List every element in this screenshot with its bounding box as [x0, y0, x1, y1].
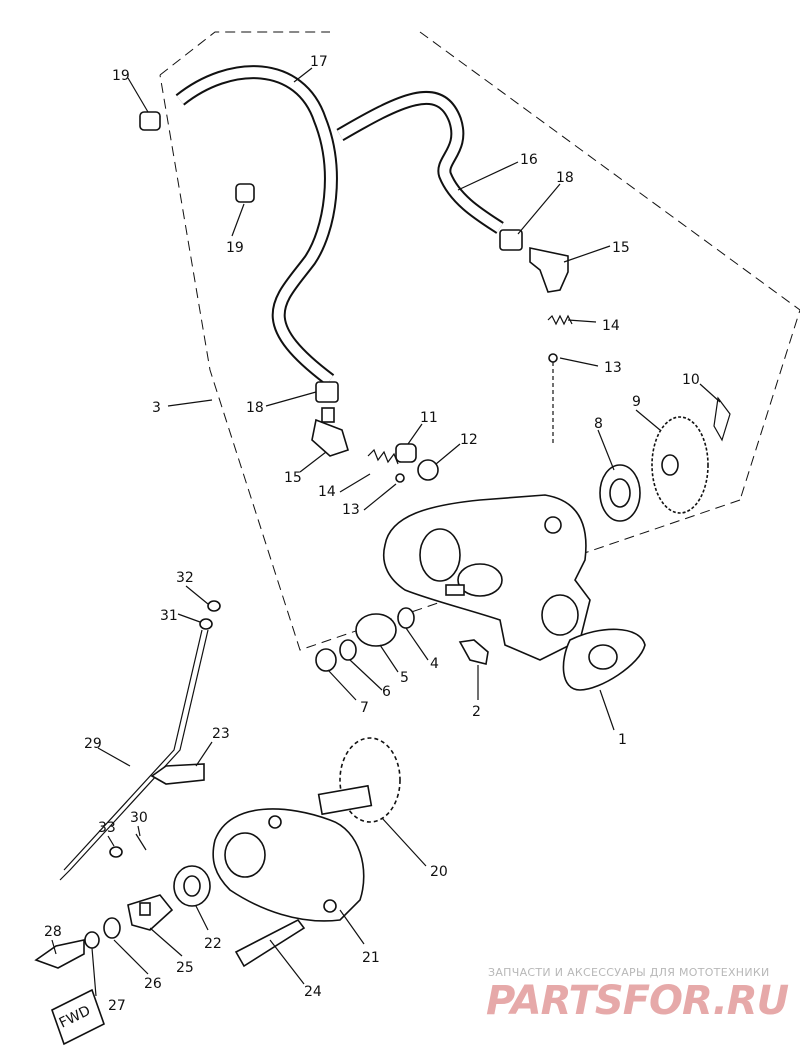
callout-25: 25	[176, 960, 194, 976]
callout-3: 3	[152, 400, 161, 416]
hose-17	[175, 65, 338, 386]
nut-33	[109, 846, 123, 858]
callout-23: 23	[212, 726, 230, 742]
callout-2: 2	[472, 704, 481, 720]
watermark-logo: PARTSFOR.RU	[486, 978, 789, 1024]
callout-27: 27	[108, 998, 126, 1014]
callout-9: 9	[632, 394, 641, 410]
callout-20: 20	[430, 864, 448, 880]
callout-14-left: 14	[318, 484, 336, 500]
callout-16: 16	[520, 152, 538, 168]
clip-10	[713, 396, 731, 442]
clip-32	[207, 600, 221, 612]
washer-6	[339, 639, 357, 661]
washer-31	[199, 618, 213, 630]
callout-15-right: 15	[612, 240, 630, 256]
rod-29	[59, 629, 209, 881]
callout-1: 1	[618, 732, 627, 748]
callout-17: 17	[310, 54, 328, 70]
callout-5: 5	[400, 670, 409, 686]
callout-12: 12	[460, 432, 478, 448]
watermark-tagline: ЗАПЧАСТИ И АКСЕССУАРЫ ДЛЯ МОТОТЕХНИКИ	[488, 966, 770, 979]
clamp-18-right	[499, 229, 523, 251]
callout-18-right: 18	[556, 170, 574, 186]
callout-21: 21	[362, 950, 380, 966]
callout-15-left: 15	[284, 470, 302, 486]
callout-19-upper: 19	[112, 68, 130, 84]
callout-13-right: 13	[604, 360, 622, 376]
pin-30	[135, 833, 147, 851]
spring-14-right	[547, 314, 573, 326]
fwd-arrow-icon	[51, 988, 105, 1046]
washer-12	[417, 459, 439, 481]
callout-22: 22	[204, 936, 222, 952]
clamp-18-left	[315, 381, 339, 403]
callout-8: 8	[594, 416, 603, 432]
callout-13-left: 13	[342, 502, 360, 518]
callout-18-left: 18	[246, 400, 264, 416]
bolt-28	[34, 939, 85, 969]
callout-33: 33	[98, 820, 116, 836]
callout-10: 10	[682, 372, 700, 388]
ball-13-left	[395, 473, 405, 483]
callout-4: 4	[430, 656, 439, 672]
plug-11	[395, 443, 417, 463]
leader-lines	[51, 67, 721, 997]
callout-19-lower: 19	[226, 240, 244, 256]
callout-29: 29	[84, 736, 102, 752]
union-15-left	[311, 418, 349, 457]
clip-19-lower	[235, 183, 255, 203]
bolt-23	[150, 763, 205, 785]
nut-7	[315, 648, 337, 672]
gear-9	[651, 416, 709, 514]
washer-26	[103, 917, 121, 939]
callout-6: 6	[382, 684, 391, 700]
callout-26: 26	[144, 976, 162, 992]
plate-5	[355, 613, 397, 647]
bolt-24	[234, 918, 306, 968]
callout-32: 32	[176, 570, 194, 586]
callout-7: 7	[360, 700, 369, 716]
bolt-2	[458, 639, 489, 665]
clip-19-upper	[139, 111, 161, 131]
ball-13-right	[548, 353, 558, 363]
callout-28: 28	[44, 924, 62, 940]
washer-27	[84, 931, 100, 949]
callout-14-right: 14	[602, 318, 620, 334]
callout-11: 11	[420, 410, 438, 426]
callout-31: 31	[160, 608, 178, 624]
callout-30: 30	[130, 810, 148, 826]
callout-24: 24	[304, 984, 322, 1000]
washer-4	[397, 607, 415, 629]
union-15-right	[529, 247, 569, 293]
spring-14-left	[367, 448, 399, 465]
